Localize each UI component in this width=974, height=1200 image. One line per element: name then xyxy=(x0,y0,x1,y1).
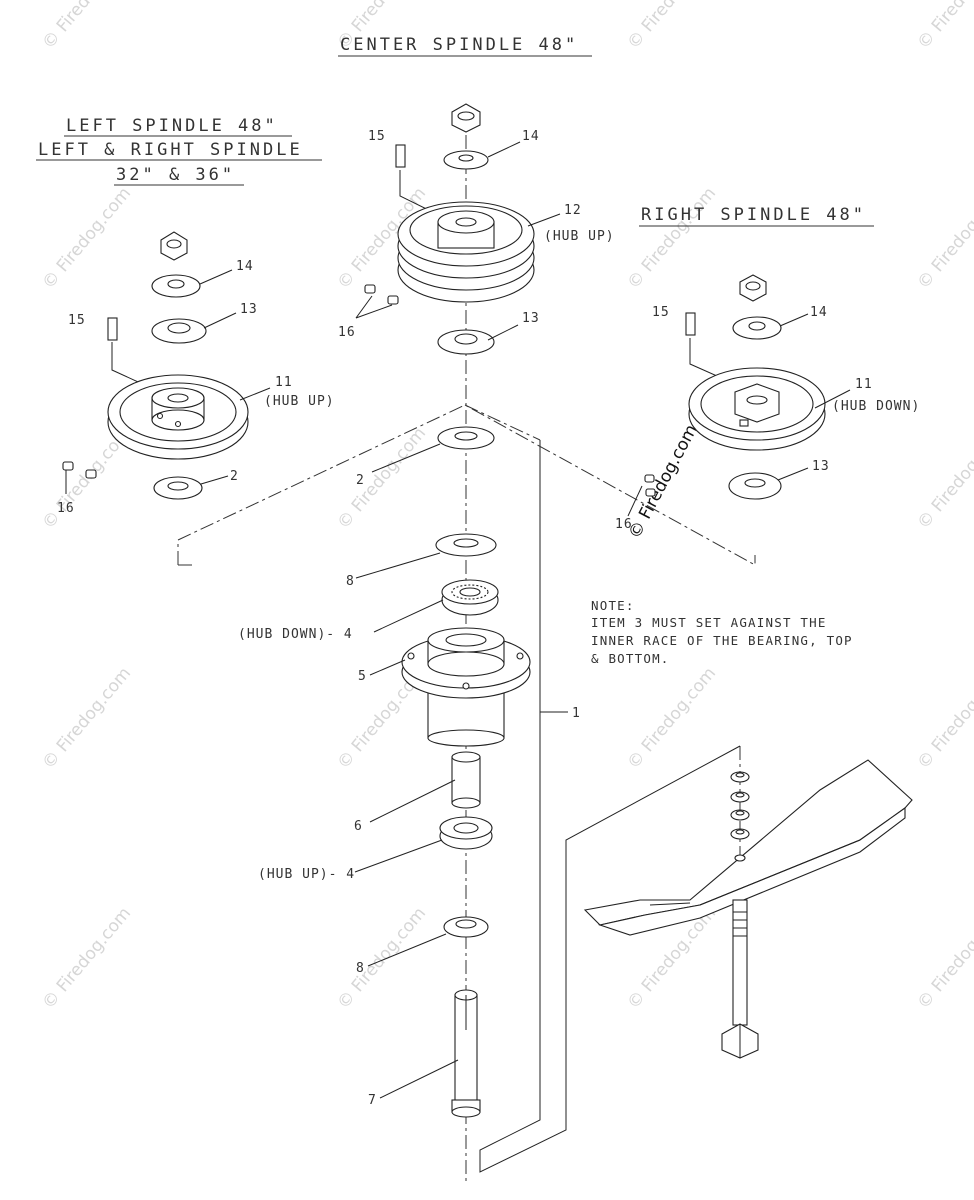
spacer-part xyxy=(151,318,207,344)
callout-2: 2 xyxy=(230,469,239,484)
nut-part xyxy=(160,231,188,261)
callout-2: 2 xyxy=(356,473,365,488)
set-screw-part xyxy=(645,488,656,497)
callout-16: 16 xyxy=(338,325,356,340)
watermark: © Firedog.com xyxy=(39,904,136,1014)
washer-part xyxy=(435,533,497,557)
callout-14: 14 xyxy=(236,259,254,274)
callout-15: 15 xyxy=(652,305,670,320)
washer-part xyxy=(437,426,495,450)
watermark: © Firedog.com xyxy=(914,184,974,294)
pulley-part xyxy=(107,374,249,460)
watermark: © Firedog.com xyxy=(334,424,431,534)
callout-14: 14 xyxy=(522,129,540,144)
nut-part xyxy=(739,274,767,302)
callout-8: 8 xyxy=(346,574,355,589)
callout-labels: 15 14 12 (HUB UP) 16 13 14 15 13 11 (HUB… xyxy=(57,129,920,1108)
watermark: © Firedog.com xyxy=(914,904,974,1014)
title-left-spindle: LEFT SPINDLE 48" xyxy=(66,116,278,136)
callout-11: 11 xyxy=(855,377,873,392)
callout-hub-down: (HUB DOWN) xyxy=(832,399,920,414)
watermark: © Firedog.com xyxy=(334,904,431,1014)
watermark: © Firedog.com xyxy=(39,664,136,774)
housing-part xyxy=(401,627,531,747)
callout-6: 6 xyxy=(354,819,363,834)
washer-stack-part xyxy=(730,771,750,862)
washer-part xyxy=(443,916,489,938)
callout-12: 12 xyxy=(564,203,582,218)
center-spindle xyxy=(355,103,535,1118)
titles: CENTER SPINDLE 48" LEFT SPINDLE 48" LEFT… xyxy=(36,35,874,227)
note-block: NOTE: ITEM 3 MUST SET AGAINST THE INNER … xyxy=(591,598,853,666)
set-screw-part xyxy=(364,284,376,294)
watermark: © Firedog.com xyxy=(39,0,136,53)
callout-4-hub-down: (HUB DOWN)- 4 xyxy=(238,627,353,642)
callout-13: 13 xyxy=(522,311,540,326)
bearing-part xyxy=(441,579,499,616)
callout-1: 1 xyxy=(572,706,581,721)
watermark: © Firedog.com xyxy=(914,0,974,53)
watermark: © Firedog.com xyxy=(624,0,721,53)
spacer-part xyxy=(728,472,782,500)
note-line: INNER RACE OF THE BEARING, TOP xyxy=(591,633,853,648)
left-spindle xyxy=(62,231,249,500)
spacer-tube-part xyxy=(451,751,481,809)
callout-7: 7 xyxy=(368,1093,377,1108)
note-heading: NOTE: xyxy=(591,598,635,613)
callout-4-hub-up: (HUB UP)- 4 xyxy=(258,867,355,882)
note-line: & BOTTOM. xyxy=(591,651,670,666)
title-right-spindle: RIGHT SPINDLE 48" xyxy=(641,205,866,225)
callout-hub-up: (HUB UP) xyxy=(544,229,615,244)
key-part xyxy=(685,312,696,336)
washer-part xyxy=(443,150,489,170)
washer-part xyxy=(151,274,201,298)
callout-16: 16 xyxy=(615,517,633,532)
watermark: © Firedog.com xyxy=(914,424,974,534)
watermark: © Firedog.com xyxy=(624,664,721,774)
nut-part xyxy=(451,103,481,133)
note-line: ITEM 3 MUST SET AGAINST THE xyxy=(591,615,827,630)
callout-13: 13 xyxy=(240,302,258,317)
callout-16: 16 xyxy=(57,501,75,516)
washer-part xyxy=(153,476,203,500)
key-part xyxy=(395,144,406,168)
callout-15: 15 xyxy=(68,313,86,328)
watermark: © Firedog.com xyxy=(914,664,974,774)
key-part xyxy=(107,317,118,341)
washer-part xyxy=(732,316,782,340)
leader-lines xyxy=(199,141,851,1099)
set-screw-part xyxy=(62,461,74,471)
item-1-bracket xyxy=(479,440,741,1173)
callout-11: 11 xyxy=(275,375,293,390)
title-left-right-spindle: LEFT & RIGHT SPINDLE xyxy=(38,140,303,160)
blade-bolt-part xyxy=(721,899,759,1059)
set-screw-part xyxy=(85,469,97,479)
watermark: © Firedog.com xyxy=(39,184,136,294)
watermark: © Firedog.com xyxy=(624,184,721,294)
callout-13: 13 xyxy=(812,459,830,474)
bearing-part xyxy=(439,816,493,850)
set-screw-part xyxy=(644,474,655,483)
watermark-dark: © Firedog.com xyxy=(625,421,702,542)
right-spindle xyxy=(627,274,826,517)
callout-14: 14 xyxy=(810,305,828,320)
callout-8: 8 xyxy=(356,961,365,976)
blade-assembly xyxy=(583,759,913,1059)
title-center-spindle: CENTER SPINDLE 48" xyxy=(340,35,578,55)
callout-5: 5 xyxy=(358,669,367,684)
set-screw-part xyxy=(387,295,399,305)
spacer-part xyxy=(437,329,495,355)
pulley-part xyxy=(688,367,826,451)
callout-15: 15 xyxy=(368,129,386,144)
shaft-part xyxy=(451,989,481,1118)
callout-hub-up: (HUB UP) xyxy=(264,394,335,409)
title-32-36: 32" & 36" xyxy=(116,165,235,185)
pulley-part xyxy=(397,201,535,303)
